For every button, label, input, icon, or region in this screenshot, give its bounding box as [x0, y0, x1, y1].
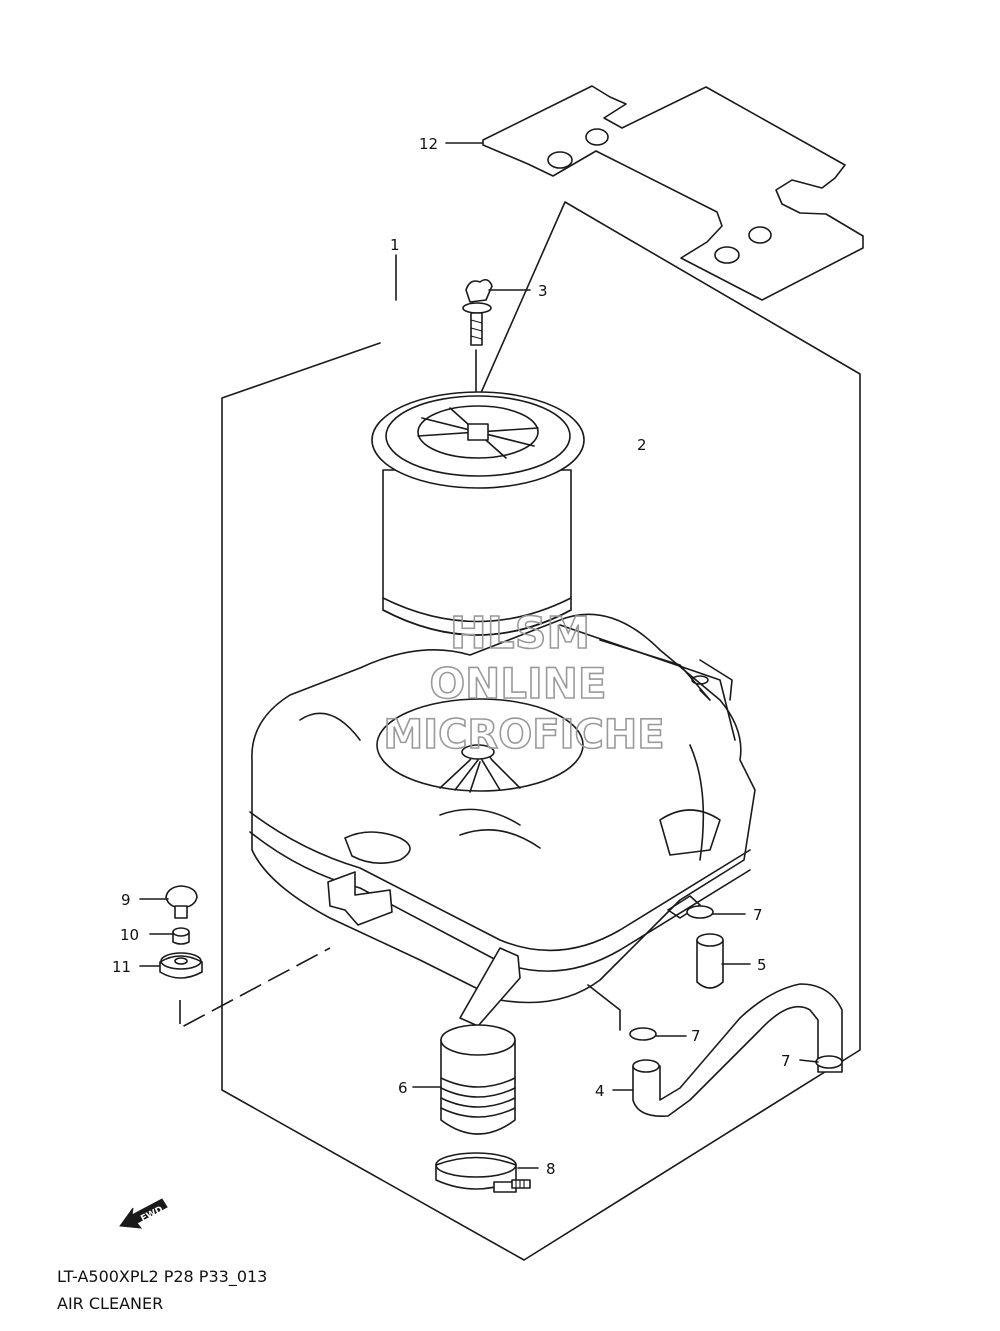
callout-7-middle: 7 [691, 1027, 701, 1045]
intake-duct [440, 1024, 516, 1135]
callout-9: 9 [121, 891, 131, 909]
drain-plug-hose [696, 933, 724, 989]
callout-5: 5 [757, 956, 767, 974]
callout-3: 3 [538, 282, 548, 300]
callout-8: 8 [546, 1160, 556, 1178]
watermark-line-1: HLSM [450, 608, 590, 659]
callout-1: 1 [390, 236, 400, 254]
hose-clamp [435, 1152, 531, 1193]
drain-hose [632, 983, 843, 1117]
callout-7-right: 7 [781, 1052, 791, 1070]
callout-7-upper: 7 [753, 906, 763, 924]
watermark: HLSM ONLINE MICROFICHE [383, 607, 666, 759]
air-cleaner-box [249, 613, 756, 1027]
diagram-code: LT-A500XPL2 P28 P33_013 [57, 1267, 267, 1287]
watermark-line-2: ONLINE [429, 659, 606, 708]
callout-6: 6 [398, 1079, 408, 1097]
callout-12: 12 [419, 135, 438, 153]
air-filter-element [371, 391, 585, 636]
diagram-title: AIR CLEANER [57, 1294, 163, 1313]
assembly-frame [221, 201, 861, 1261]
watermark-line-3: MICROFICHE [383, 712, 664, 758]
forward-arrow-icon: FWD [119, 1198, 168, 1229]
seal-plate [482, 85, 864, 301]
callout-10: 10 [120, 926, 139, 944]
mount-bolt-collar-grommet [159, 885, 331, 1030]
callout-2: 2 [637, 436, 647, 454]
callout-leaders [139, 142, 819, 1169]
callout-11: 11 [112, 958, 131, 976]
callout-4: 4 [595, 1082, 605, 1100]
